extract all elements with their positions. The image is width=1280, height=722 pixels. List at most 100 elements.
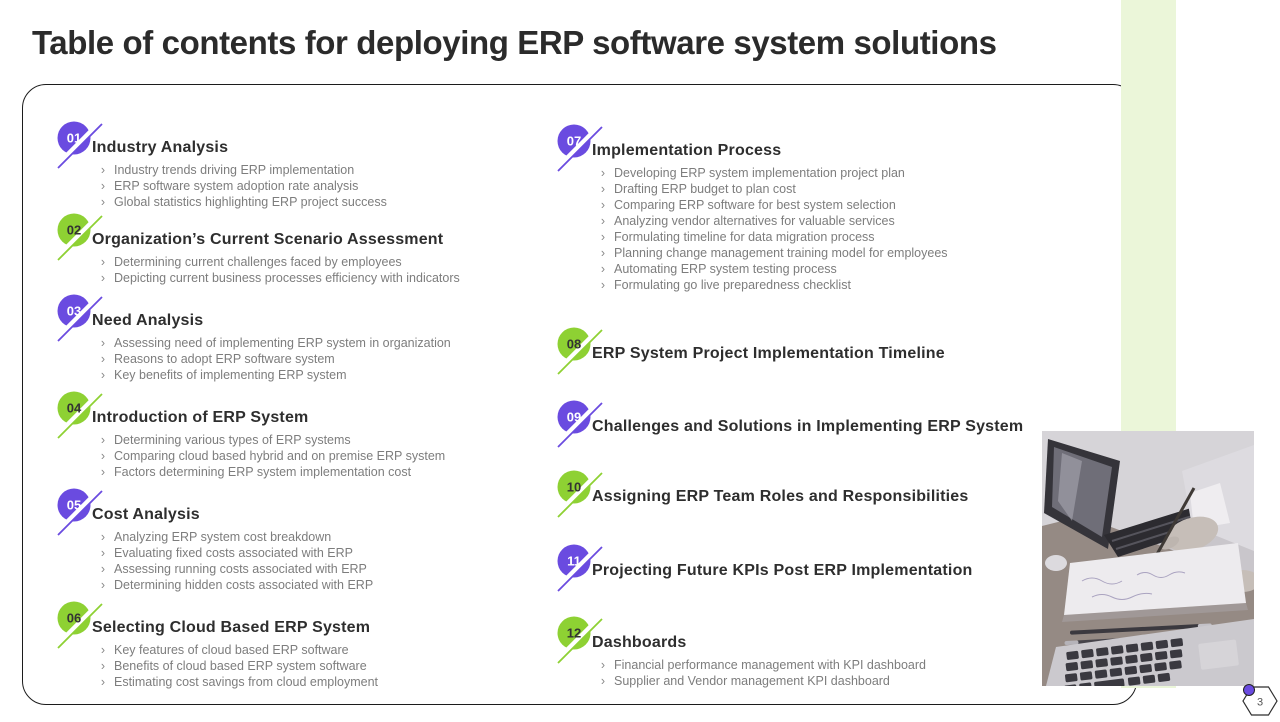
chevron-bullet-icon: › [600,658,606,672]
toc-item-title: Need Analysis [92,312,204,329]
item-number-badge: 01 [55,121,103,169]
toc-bullet: ›Estimating cost savings from cloud empl… [92,674,560,690]
toc-item-title: Dashboards [592,634,687,651]
toc-item-title: Assigning ERP Team Roles and Responsibil… [592,488,969,505]
purple-dot-icon [1243,684,1255,696]
chevron-bullet-icon: › [100,433,106,447]
chevron-bullet-icon: › [100,163,106,177]
desk-workspace-photo [1042,431,1254,686]
toc-bullet-text: Supplier and Vendor management KPI dashb… [614,674,890,688]
item-number: 10 [567,480,581,495]
toc-bullet-text: Automating ERP system testing process [614,262,837,276]
chevron-bullet-icon: › [600,198,606,212]
item-number-badge: 09 [555,400,603,448]
chevron-bullet-icon: › [100,530,106,544]
toc-bullet-text: Comparing ERP software for best system s… [614,198,896,212]
computer-mouse [1045,555,1067,571]
toc-bullet-text: Determining hidden costs associated with… [114,578,374,592]
toc-bullet: ›Comparing cloud based hybrid and on pre… [92,448,560,464]
chevron-bullet-icon: › [100,659,106,673]
toc-bullet: › Automating ERP system testing process [592,261,1060,277]
toc-bullet-list: ›Developing ERP system implementation pr… [592,165,1060,293]
toc-item-title: Implementation Process [592,142,782,159]
chevron-bullet-icon: › [100,578,106,592]
chevron-bullet-icon: › [100,643,106,657]
item-number: 04 [67,401,82,416]
toc-bullet: ›Analyzing ERP system cost breakdown [92,529,560,545]
chevron-bullet-icon: › [100,195,106,209]
chevron-bullet-icon: › [600,278,606,292]
toc-item-title: Projecting Future KPIs Post ERP Implemen… [592,562,973,579]
toc-bullet: ›Determining current challenges faced by… [92,254,560,270]
chevron-bullet-icon: › [600,214,606,228]
item-number: 09 [567,410,581,425]
toc-bullet: › Comparing ERP software for best system … [592,197,1060,213]
toc-bullet: ›Evaluating fixed costs associated with … [92,545,560,561]
toc-bullet-text: Reasons to adopt ERP software system [114,352,335,366]
toc-item-title: Industry Analysis [92,139,229,156]
toc-bullet-text: Formulating timeline for data migration … [614,230,875,244]
chevron-bullet-icon: › [600,262,606,276]
item-number-badge: 12 [555,616,603,664]
toc-bullet-text: Benefits of cloud based ERP system softw… [114,659,367,673]
chevron-bullet-icon: › [100,336,106,350]
toc-bullet-text: Planning change management training mode… [614,246,948,260]
toc-item-title: Organization’s Current Scenario Assessme… [92,231,444,248]
chevron-bullet-icon: › [600,166,606,180]
toc-bullet: ›Drafting ERP budget to plan cost [592,181,1060,197]
item-number-badge: 05 [55,488,103,536]
item-number: 03 [67,304,81,319]
chevron-bullet-icon: › [100,465,106,479]
item-number-badge: 04 [55,391,103,439]
toc-bullet: › Determining hidden costs associated wit… [92,577,560,593]
toc-item-title: Cost Analysis [92,506,200,523]
toc-bullet: ›ERP software system adoption rate analy… [92,178,560,194]
item-number-badge: 07 [555,124,603,172]
toc-bullet-text: Determining current challenges faced by … [114,255,402,269]
toc-bullet-text: Global statistics highlighting ERP proje… [114,195,387,209]
toc-bullet: › Benefits of cloud based ERP system soft… [92,658,560,674]
chevron-bullet-icon: › [100,352,106,366]
chevron-bullet-icon: › [600,230,606,244]
chevron-bullet-icon: › [100,271,106,285]
toc-bullet: › Depicting current business processes ef… [92,270,560,286]
toc-bullet: › Financial performance management with K… [592,657,1060,673]
toc-bullet: ›Industry trends driving ERP implementat… [92,162,560,178]
toc-bullet-text: Formulating go live preparedness checkli… [614,278,851,292]
item-number: 12 [567,626,581,641]
toc-bullet: ›Developing ERP system implementation pr… [592,165,1060,181]
toc-bullet: › Factors determining ERP system implemen… [92,464,560,480]
toc-bullet: ›Assessing need of implementing ERP syst… [92,335,560,351]
item-number: 08 [567,337,581,352]
chevron-bullet-icon: › [100,546,106,560]
item-number-badge: 02 [55,213,103,261]
toc-bullet-text: Financial performance management with KP… [614,658,926,672]
toc-bullet: ›Assessing running costs associated with… [92,561,560,577]
page-number: 3 [1257,697,1263,709]
toc-bullet-text: Depicting current business processes eff… [114,271,460,285]
toc-bullet: ›Key features of cloud based ERP softwar… [92,642,560,658]
item-number-badge: 11 [555,544,603,592]
toc-bullet-list: ›Assessing need of implementing ERP syst… [92,335,560,383]
chevron-bullet-icon: › [100,675,106,689]
writing-hand [1165,516,1219,552]
toc-bullet-text: Comparing cloud based hybrid and on prem… [114,449,446,463]
item-number: 11 [567,554,581,569]
toc-bullet-text: Factors determining ERP system implement… [114,465,412,479]
toc-item-title: Introduction of ERP System [92,409,309,426]
toc-bullet: › Global statistics highlighting ERP proj… [92,194,560,210]
toc-bullet: ›Key benefits of implementing ERP system [92,367,560,383]
toc-bullet: ›Planning change management training mod… [592,245,1060,261]
item-number: 05 [67,498,81,513]
toc-bullet: › Formulating timeline for data migration… [592,229,1060,245]
toc-bullet-text: ERP software system adoption rate analys… [114,179,359,193]
toc-bullet-list: › Determining current challenges faced by… [92,254,560,286]
item-number-badge: 06 [55,601,103,649]
